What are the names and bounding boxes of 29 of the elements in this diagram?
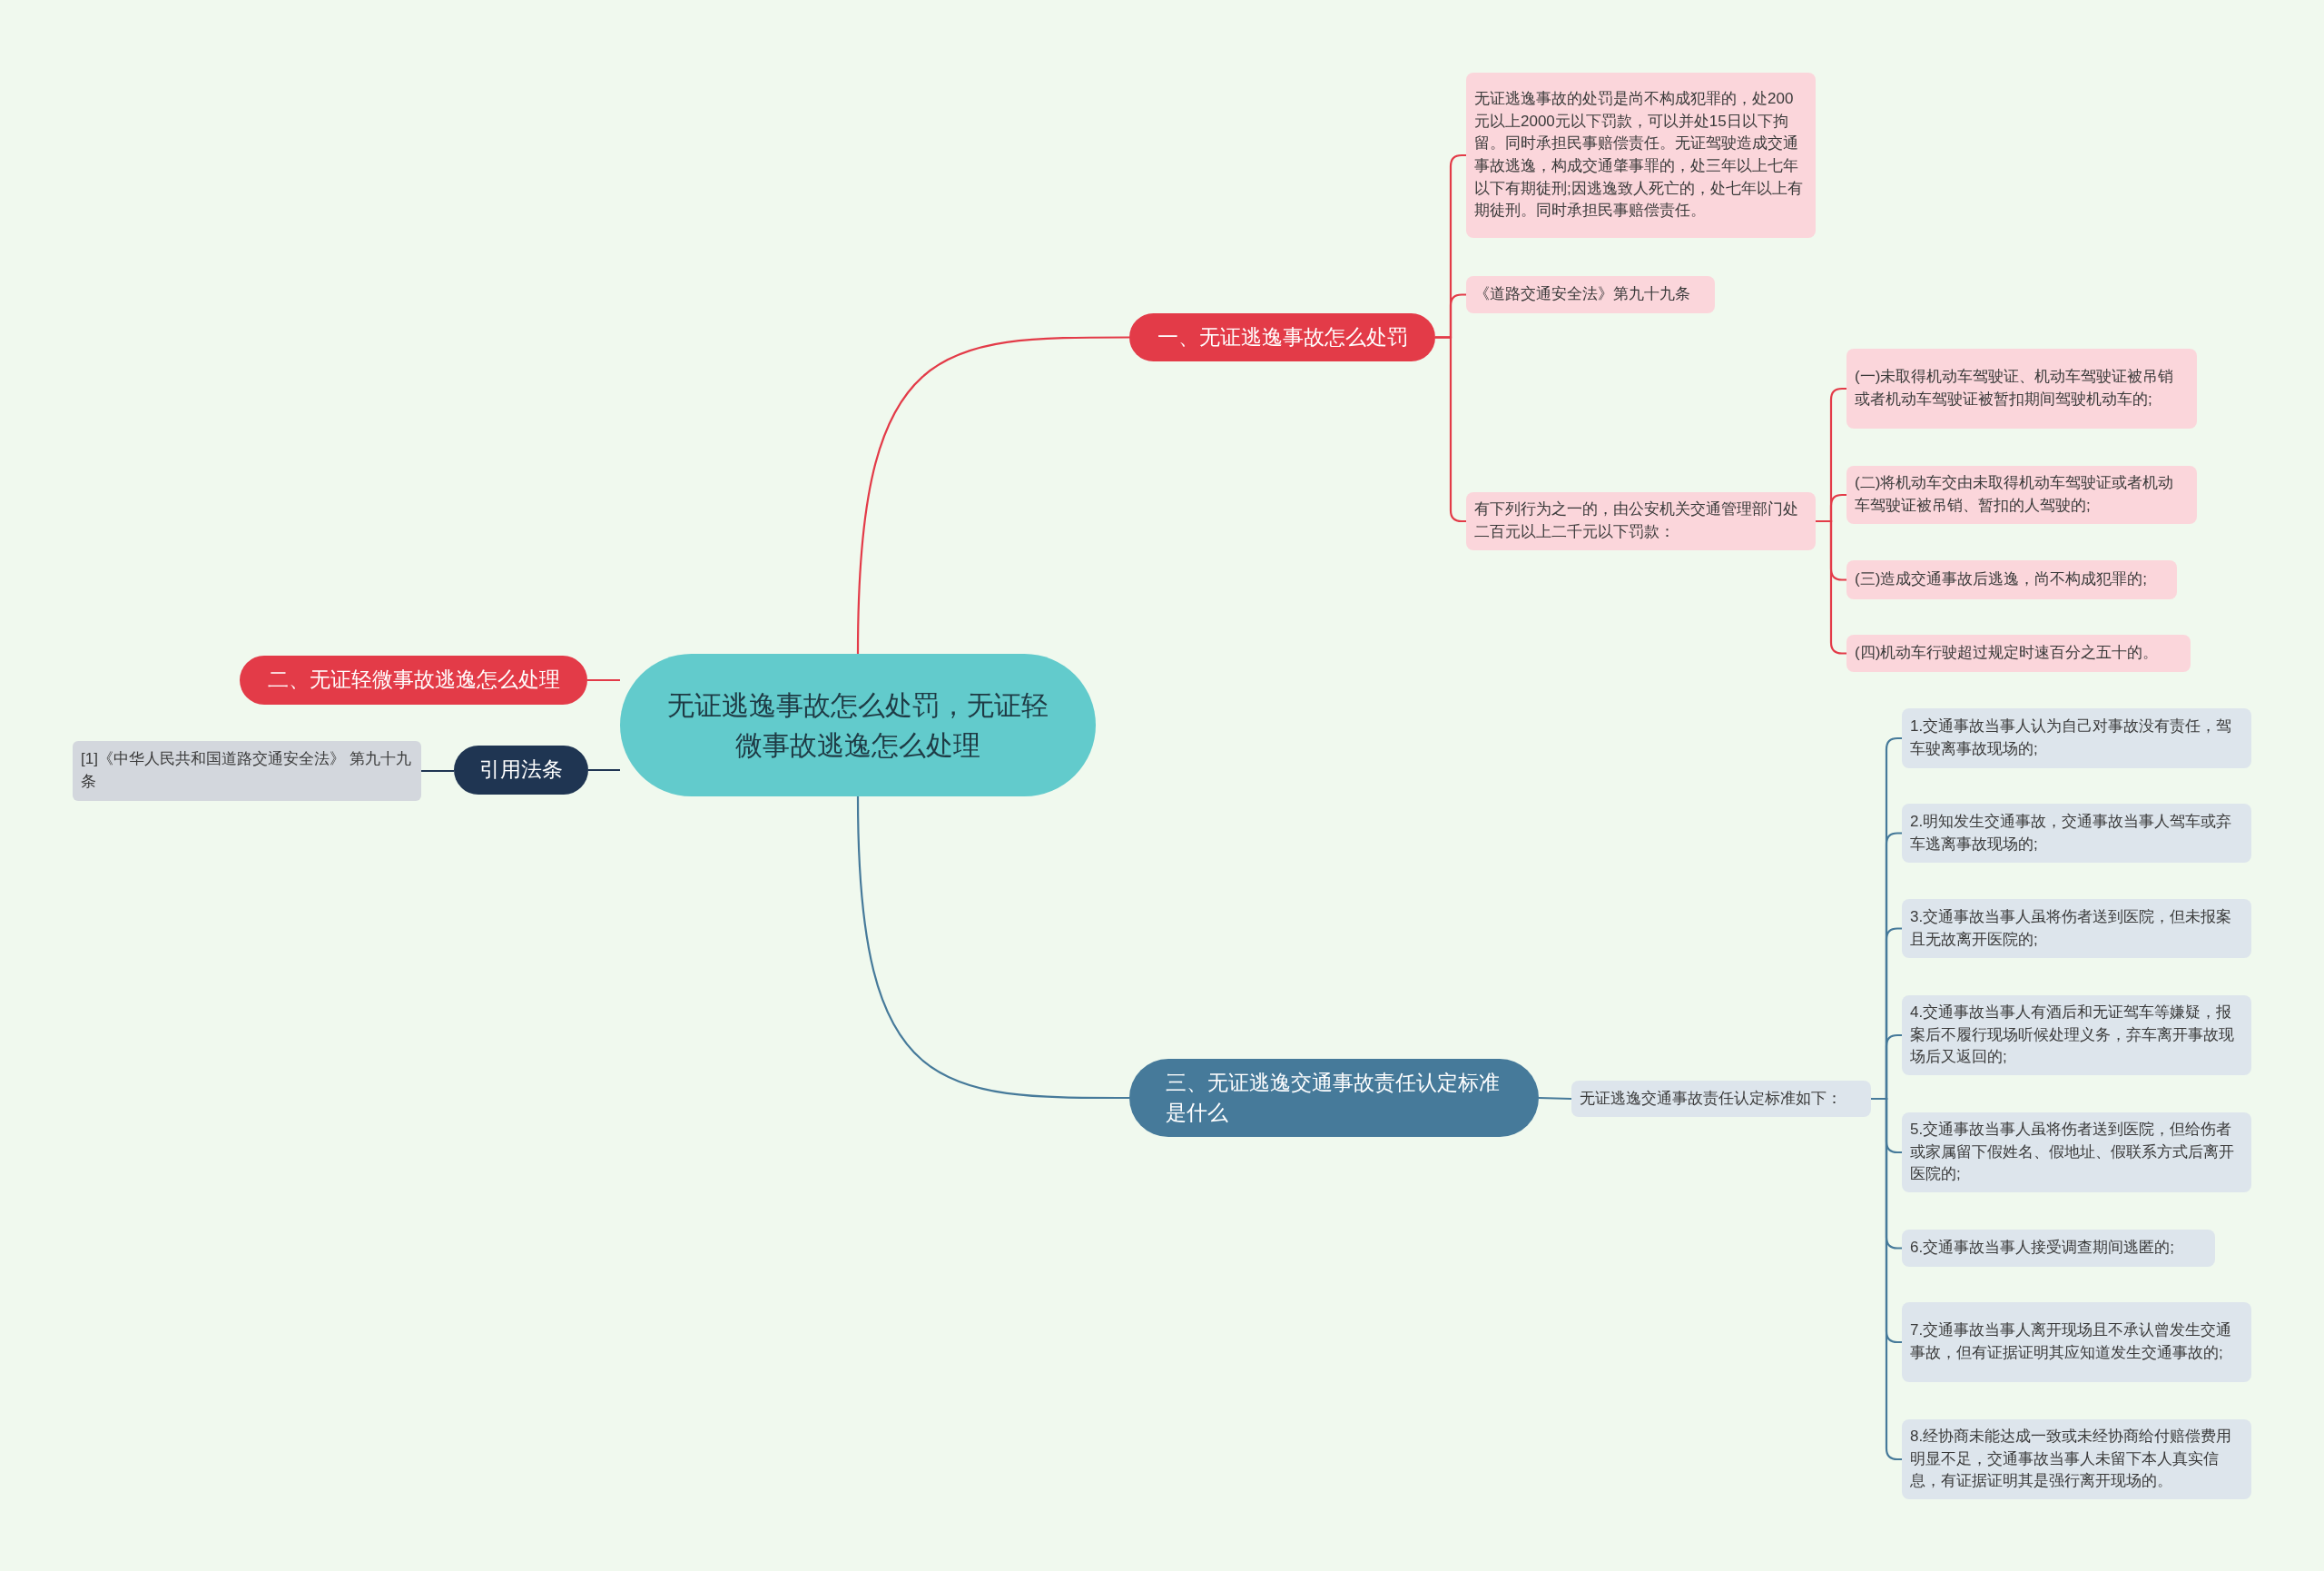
connector-line	[587, 678, 620, 682]
connector-line	[588, 768, 620, 772]
text-box: (三)造成交通事故后逃逸，尚不构成犯罪的;	[1846, 560, 2177, 599]
branch-topic: 三、无证逃逸交通事故责任认定标准是什么	[1129, 1059, 1539, 1137]
text-box: (二)将机动车交由未取得机动车驾驶证或者机动车驾驶证被吊销、暂扣的人驾驶的;	[1846, 466, 2197, 524]
text-box: 《道路交通安全法》第九十九条	[1466, 276, 1715, 313]
text-box: 4.交通事故当事人有酒后和无证驾车等嫌疑，报案后不履行现场听候处理义务，弃车离开事故现场后又返回的;	[1902, 995, 2251, 1075]
text-box: 3.交通事故当事人虽将伤者送到医院，但未报案且无故离开医院的;	[1902, 899, 2251, 958]
text-box: [1]《中华人民共和国道路交通安全法》 第九十九条	[73, 741, 421, 801]
text-box: 无证逃逸事故的处罚是尚不构成犯罪的，处200元以上2000元以下罚款，可以并处15日以下拘留。同时承担民事赔偿责任。无证驾驶造成交通事故逃逸，构成交通肇事罪的，处三年以上七年以下有期徒刑;因逃逸致人死亡的，处七年以上有期徒刑。同时承担民事赔偿责任。	[1466, 73, 1816, 238]
branch-topic: 引用法条	[454, 746, 588, 795]
connector-line	[856, 795, 1129, 1100]
text-box: 2.明知发生交通事故，交通事故当事人驾车或弃车逃离事故现场的;	[1902, 804, 2251, 863]
branch-topic: 二、无证轻微事故逃逸怎么处理	[240, 656, 587, 705]
text-box: 7.交通事故当事人离开现场且不承认曾发生交通事故，但有证据证明其应知道发生交通事故的;	[1902, 1302, 2251, 1382]
text-box: 5.交通事故当事人虽将伤者送到医院，但给伤者或家属留下假姓名、假地址、假联系方式后离开医院的;	[1902, 1112, 2251, 1192]
text-box: (一)未取得机动车驾驶证、机动车驾驶证被吊销或者机动车驾驶证被暂扣期间驾驶机动车的;	[1846, 349, 2197, 429]
text-box: 6.交通事故当事人接受调查期间逃匿的;	[1902, 1230, 2215, 1267]
connector-line	[1538, 1096, 1572, 1101]
text-box: 有下列行为之一的，由公安机关交通管理部门处二百元以上二千元以下罚款：	[1466, 492, 1816, 550]
branch-topic: 一、无证逃逸事故怎么处罚	[1129, 313, 1435, 361]
text-box: 8.经协商未能达成一致或未经协商给付赔偿费用明显不足，交通事故当事人未留下本人真实信息，有证据证明其是强行离开现场的。	[1902, 1419, 2251, 1499]
connector-line	[421, 769, 454, 773]
text-box: 1.交通事故当事人认为自己对事故没有责任，驾车驶离事故现场的;	[1902, 708, 2251, 768]
connector-line	[1871, 1097, 1902, 1461]
text-box: 无证逃逸交通事故责任认定标准如下：	[1571, 1081, 1871, 1117]
central-topic: 无证逃逸事故怎么处罚，无证轻微事故逃逸怎么处理	[620, 654, 1096, 796]
connector-line	[856, 336, 1129, 655]
text-box: (四)机动车行驶超过规定时速百分之五十的。	[1846, 635, 2191, 672]
